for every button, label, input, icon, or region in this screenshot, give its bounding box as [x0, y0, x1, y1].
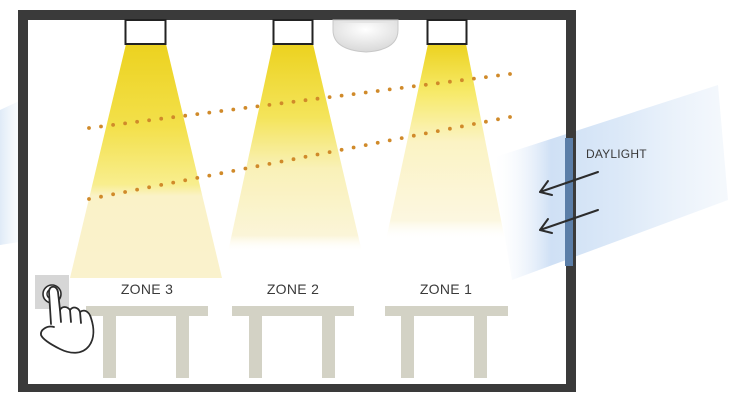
- sensor-dot: [423, 82, 428, 87]
- zone-1-label: ZONE 1: [419, 281, 473, 297]
- sensor-dot: [303, 98, 308, 103]
- window: [565, 138, 573, 266]
- ceiling-light-icon: [426, 19, 468, 45]
- sensor-dot: [219, 171, 224, 176]
- daylight-arrow-icon: [539, 171, 599, 196]
- sensor-dot: [291, 157, 296, 162]
- sensor-dot: [111, 123, 115, 127]
- sensor-dot: [135, 119, 140, 124]
- sensor-dot: [435, 129, 440, 134]
- sensor-dot: [375, 140, 380, 145]
- table-zone-1: [385, 306, 508, 378]
- sensor-dot: [472, 122, 476, 126]
- sensor-dot: [411, 133, 416, 138]
- sensor-dot: [484, 119, 488, 124]
- sensor-dot: [423, 131, 428, 136]
- sensor-dot: [339, 147, 344, 152]
- furniture: [86, 306, 508, 378]
- sensor-dot: [472, 76, 476, 81]
- sensor-dot: [315, 152, 320, 157]
- sensor-dot: [351, 92, 356, 96]
- sensor-dot: [255, 104, 260, 109]
- sensor-detection-line-upper: [87, 72, 512, 130]
- sensor-dot: [207, 173, 212, 178]
- sensor-dot: [484, 75, 488, 79]
- sensor-dot: [460, 124, 464, 129]
- sensor-dot: [363, 90, 368, 95]
- sensor-detection-line-lower: [87, 115, 512, 201]
- sensor-dot: [111, 192, 115, 197]
- sensor-dot: [183, 178, 188, 183]
- sensor-dot: [219, 109, 224, 113]
- sensor-dot: [291, 99, 296, 104]
- table-zone-2: [232, 306, 354, 378]
- sensor-dot: [231, 169, 236, 173]
- occupancy-sensor-icon: [332, 19, 399, 53]
- ceiling-light-icon: [124, 19, 167, 45]
- sensor-dot: [508, 72, 512, 76]
- sensor-dot: [460, 78, 464, 83]
- sensor-dot: [123, 121, 127, 126]
- zone-3-label: ZONE 3: [120, 281, 174, 297]
- daylight-arrow-icon: [539, 209, 599, 234]
- sensor-dot: [255, 164, 260, 169]
- sensor-dot: [147, 185, 152, 190]
- sensor-dot: [135, 187, 140, 192]
- sensor-dot: [339, 93, 344, 98]
- table-zone-3: [86, 306, 208, 378]
- sensor-dot: [123, 190, 127, 194]
- sensor-dot: [279, 159, 284, 164]
- sensor-dot: [195, 176, 200, 180]
- sensor-dot: [147, 118, 152, 123]
- sensor-dot: [327, 95, 332, 99]
- light-beam-zone-2: [228, 44, 362, 252]
- sensor-dot: [231, 107, 236, 112]
- sensor-dot: [399, 86, 404, 90]
- zone-2-label: ZONE 2: [266, 281, 320, 297]
- light-beam-zone-3: [70, 44, 222, 278]
- sensor-dot: [303, 154, 308, 159]
- sensor-dot: [207, 110, 212, 115]
- sensor-dot: [279, 101, 284, 106]
- sensor-dot: [448, 126, 452, 131]
- sensor-dot: [363, 143, 368, 148]
- sensor-dot: [87, 197, 91, 201]
- ceiling-light-icon: [272, 19, 314, 45]
- sensor-dot: [171, 180, 176, 185]
- sensor-dot: [411, 84, 416, 89]
- sensor-dot: [399, 136, 404, 141]
- light-beam-zone-1: [386, 44, 505, 240]
- sensor-dot: [375, 89, 380, 93]
- sensor-dot: [195, 112, 200, 116]
- sensor-dot: [159, 183, 164, 187]
- sensor-dot: [496, 117, 500, 122]
- sensor-dot: [508, 115, 512, 119]
- sensor-dot: [171, 115, 176, 120]
- sensor-dot: [387, 87, 392, 92]
- sensor-dot: [448, 79, 452, 84]
- sensor-dot: [243, 106, 248, 110]
- sensor-dot: [327, 150, 332, 155]
- sensor-dot: [387, 138, 392, 143]
- sensor-dot: [159, 116, 164, 121]
- sensor-dot: [267, 103, 272, 107]
- sensor-dot: [99, 124, 103, 129]
- sensor-dot: [315, 96, 320, 101]
- sensor-dot: [99, 194, 103, 199]
- daylight-beam: [492, 85, 728, 280]
- sensor-dot: [267, 162, 272, 166]
- sensor-dot: [243, 166, 248, 171]
- hand-pointer-icon: [40, 285, 95, 354]
- sensor-dot: [87, 126, 91, 130]
- sensor-dot: [351, 145, 356, 150]
- sensor-dot: [496, 73, 500, 78]
- sensor-dot: [435, 81, 440, 86]
- sensor-dot: [183, 113, 188, 118]
- daylight-label: DAYLIGHT: [586, 147, 647, 161]
